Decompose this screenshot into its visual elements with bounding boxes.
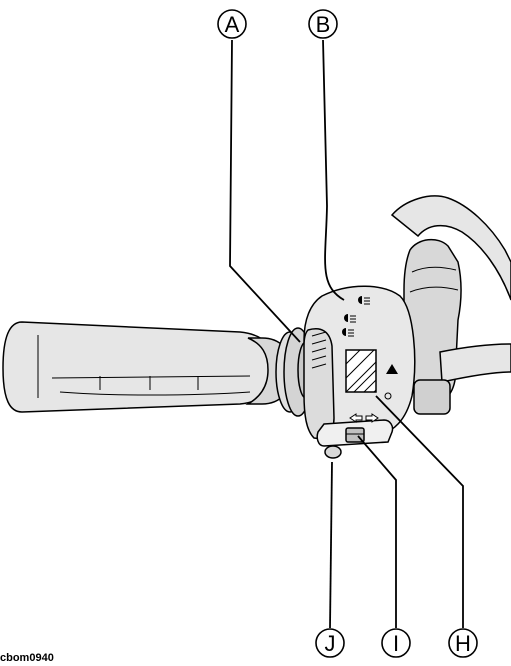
leader-lines (229, 39, 464, 629)
svg-text:H: H (455, 631, 471, 656)
svg-text:B: B (316, 12, 331, 37)
hand-grip (2, 321, 293, 413)
svg-text:J: J (325, 631, 336, 656)
beam-indicator-icons (342, 296, 370, 337)
figure-code: cbom0940 (0, 652, 54, 664)
hazard-triangle-icon (386, 364, 398, 374)
callout-i: I (381, 628, 411, 658)
horn-button (324, 445, 342, 459)
callout-a: A (217, 9, 247, 39)
svg-text:I: I (393, 631, 399, 656)
callout-b: B (308, 9, 338, 39)
callout-h: H (448, 628, 478, 658)
switch-housing (303, 285, 416, 459)
handlebar-tube (413, 343, 511, 415)
callout-j: J (315, 628, 345, 658)
svg-text:A: A (225, 12, 240, 37)
